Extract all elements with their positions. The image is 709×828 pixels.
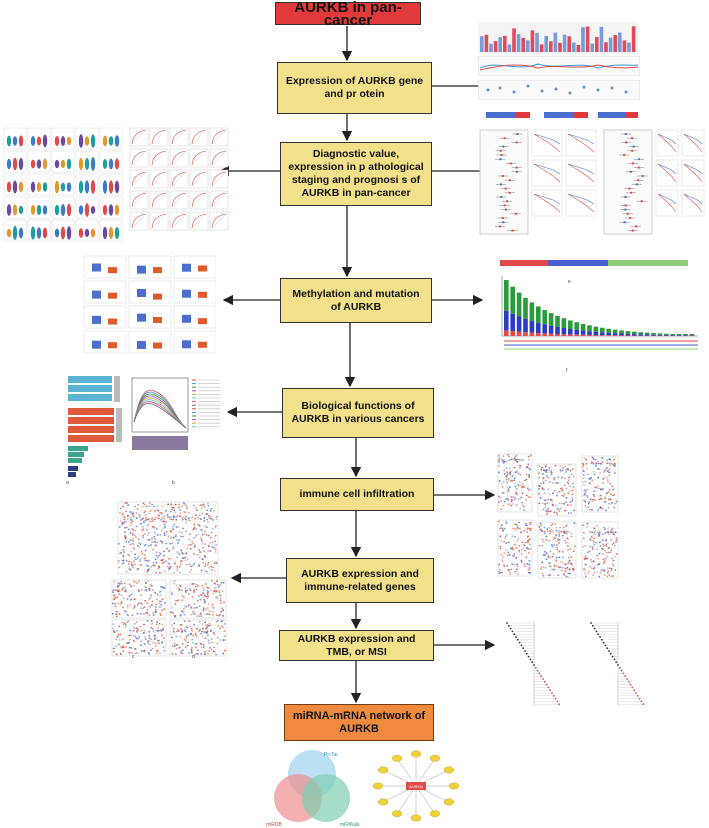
expression-heatmap-thumbnail [478,22,638,54]
immune-infiltration-heatmap-thumbnail [497,453,619,579]
panel-letter-c: c [132,654,135,660]
step-methylation: Methylation and mutation of AURKB [280,278,432,323]
network-center-label: AURKB [409,784,423,789]
step-expression: Expression of AURKB gene and pr otein [277,62,432,114]
expression-scatter-thumbnail [478,80,640,100]
mirna-network-thumbnail: AURKB [372,750,460,822]
step-immune-genes: AURKB expression and immune-related gene… [286,558,434,603]
panel-letter-f: f [566,368,568,374]
step-mirna-network: miRNA-mRNA network of AURKB [284,704,434,741]
forest-km-thumbnail [479,129,705,235]
roc-curve-grid-thumbnail [129,127,229,231]
panel-letter-b: b [172,480,175,486]
venn-diagram: PicTar miRDB miRWalk [266,750,360,828]
mutation-barchart-thumbnail [500,260,698,350]
tmb-msi-lollipop-thumbnail [506,622,645,706]
step-diagnostic: Diagnostic value, expression in p atholo… [280,142,432,206]
panel-letter-d: d [192,654,195,660]
staging-violin-grid-thumbnail [3,127,123,242]
step-biological: Biological functions of AURKB in various… [282,388,434,438]
venn-label-set1: PicTar [324,752,338,758]
panel-letter-a: a [66,480,69,486]
expression-protein-thumbnail [486,112,638,118]
gsea-plot-thumbnail [131,377,220,450]
title-box: AURKB in pan-cancer [275,0,421,28]
immune-genes-heatmap-thumbnail [111,501,227,657]
step-tmb-msi: AURKB expression and TMB, or MSI [279,630,434,661]
go-enrichment-thumbnail [68,376,122,477]
expression-boxplot-thumbnail [478,56,640,76]
venn-label-set3: miRWalk [340,822,360,828]
methylation-boxplot-thumbnail [83,255,216,354]
panel-letter-e: e [568,279,571,285]
step-immune-infiltration: immune cell infiltration [280,478,434,511]
venn-label-set2: miRDB [266,822,282,828]
